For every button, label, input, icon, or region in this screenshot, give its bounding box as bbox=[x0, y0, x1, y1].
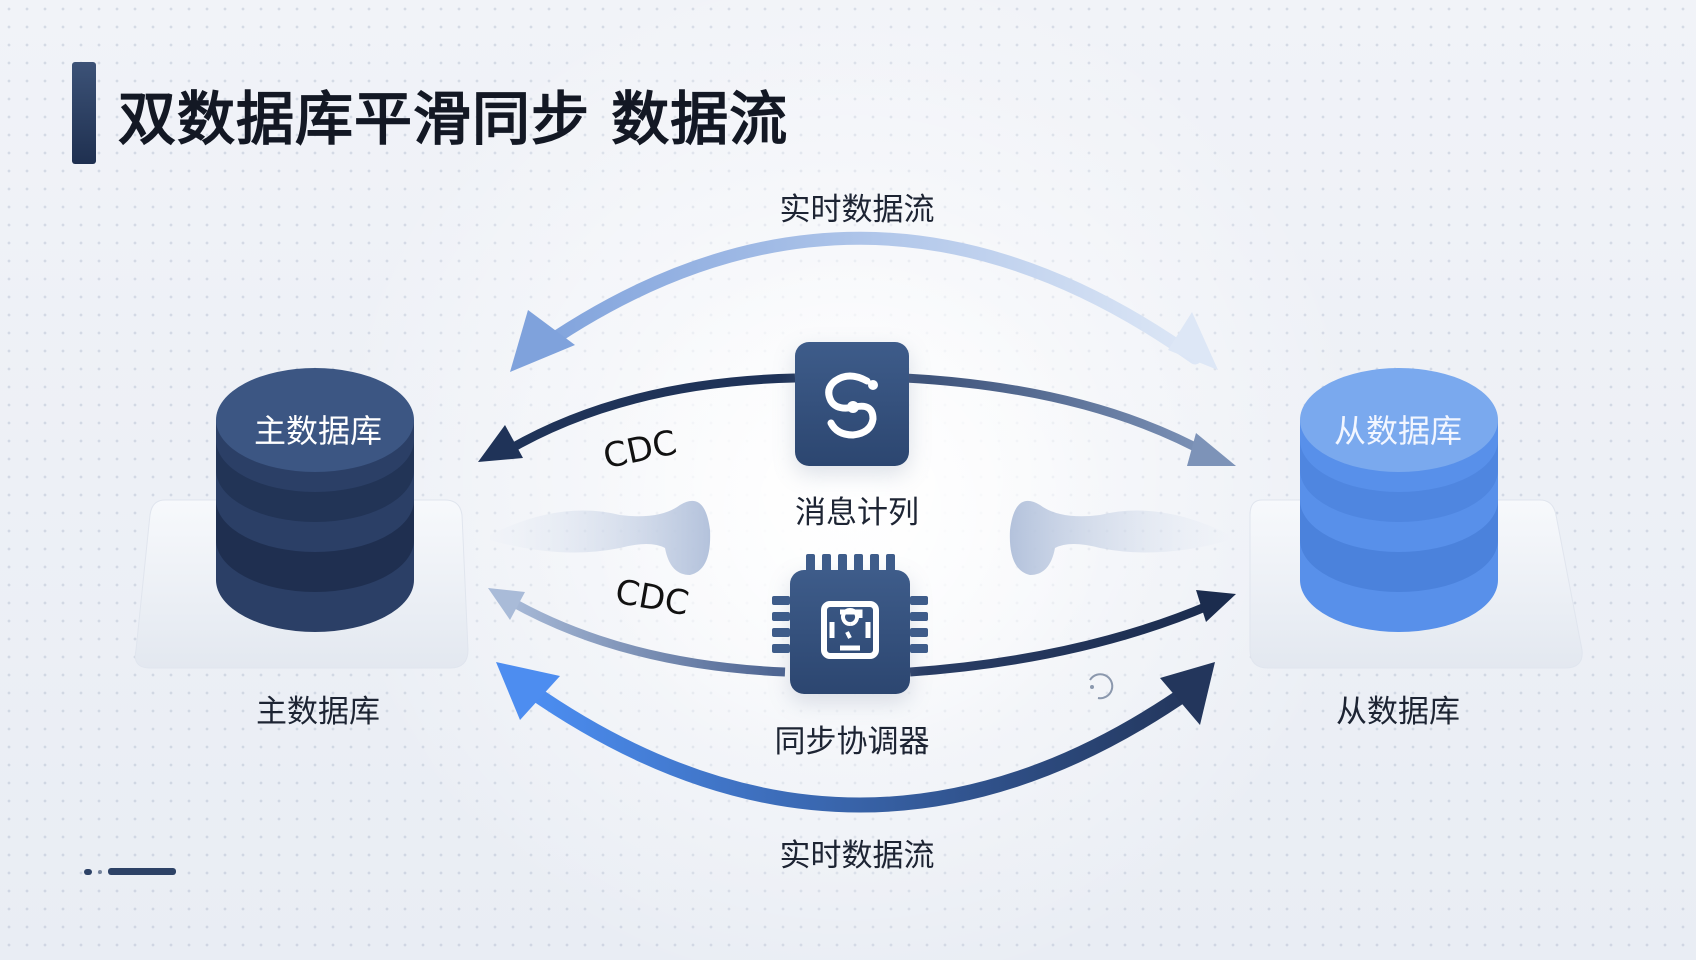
coordinator-to-replica-arrowhead bbox=[1196, 590, 1236, 622]
coordinator-to-primary-arc bbox=[502, 594, 786, 677]
top-flow-arc bbox=[523, 231, 1202, 365]
top-flow-tail bbox=[1168, 312, 1218, 370]
primary-db-cylinder bbox=[216, 368, 414, 632]
bottom-flow-arrowhead-left bbox=[496, 662, 560, 720]
bottom-flow-arrowhead-right bbox=[1160, 662, 1215, 725]
message-queue-tile[interactable] bbox=[795, 342, 909, 466]
small-dot-mark bbox=[1090, 685, 1094, 689]
message-queue-label: 消息计列 bbox=[795, 495, 919, 531]
sync-coordinator-label: 同步协调器 bbox=[774, 724, 930, 760]
primary-db-caption: 主数据库 bbox=[256, 694, 380, 730]
sync-swirl-icon bbox=[825, 372, 878, 439]
title-accent-bar bbox=[72, 62, 96, 164]
mq-to-primary-arrowhead bbox=[478, 425, 523, 462]
replica-db-cylinder bbox=[1300, 368, 1498, 632]
mq-to-primary-arc bbox=[497, 373, 796, 459]
replica-db-label: 从数据库 bbox=[1333, 412, 1463, 450]
sync-coordinator-tile[interactable] bbox=[772, 554, 928, 694]
primary-db-label: 主数据库 bbox=[253, 412, 383, 450]
bottom-flow-label: 实时数据流 bbox=[779, 838, 935, 874]
coordinator-to-replica-arc bbox=[909, 600, 1212, 677]
page-title: 双数据库平滑同步 数据流 bbox=[118, 85, 789, 153]
footer-dot bbox=[84, 869, 92, 875]
footer-line bbox=[108, 868, 176, 875]
top-flow-arrowhead bbox=[510, 310, 575, 372]
right-stream-wisp bbox=[1009, 500, 1230, 575]
footer-dot-small bbox=[98, 870, 102, 874]
bottom-flow-arc bbox=[522, 682, 1198, 813]
top-flow-label: 实时数据流 bbox=[779, 192, 935, 228]
chip-icon bbox=[772, 554, 928, 659]
mq-to-replica-arc bbox=[904, 373, 1213, 459]
mq-to-replica-arrowhead bbox=[1187, 433, 1236, 466]
left-stream-wisp bbox=[490, 500, 711, 575]
coordinator-to-primary-arrowhead bbox=[488, 588, 525, 620]
small-arc-mark bbox=[1089, 673, 1114, 700]
replica-db-caption: 从数据库 bbox=[1336, 694, 1460, 730]
